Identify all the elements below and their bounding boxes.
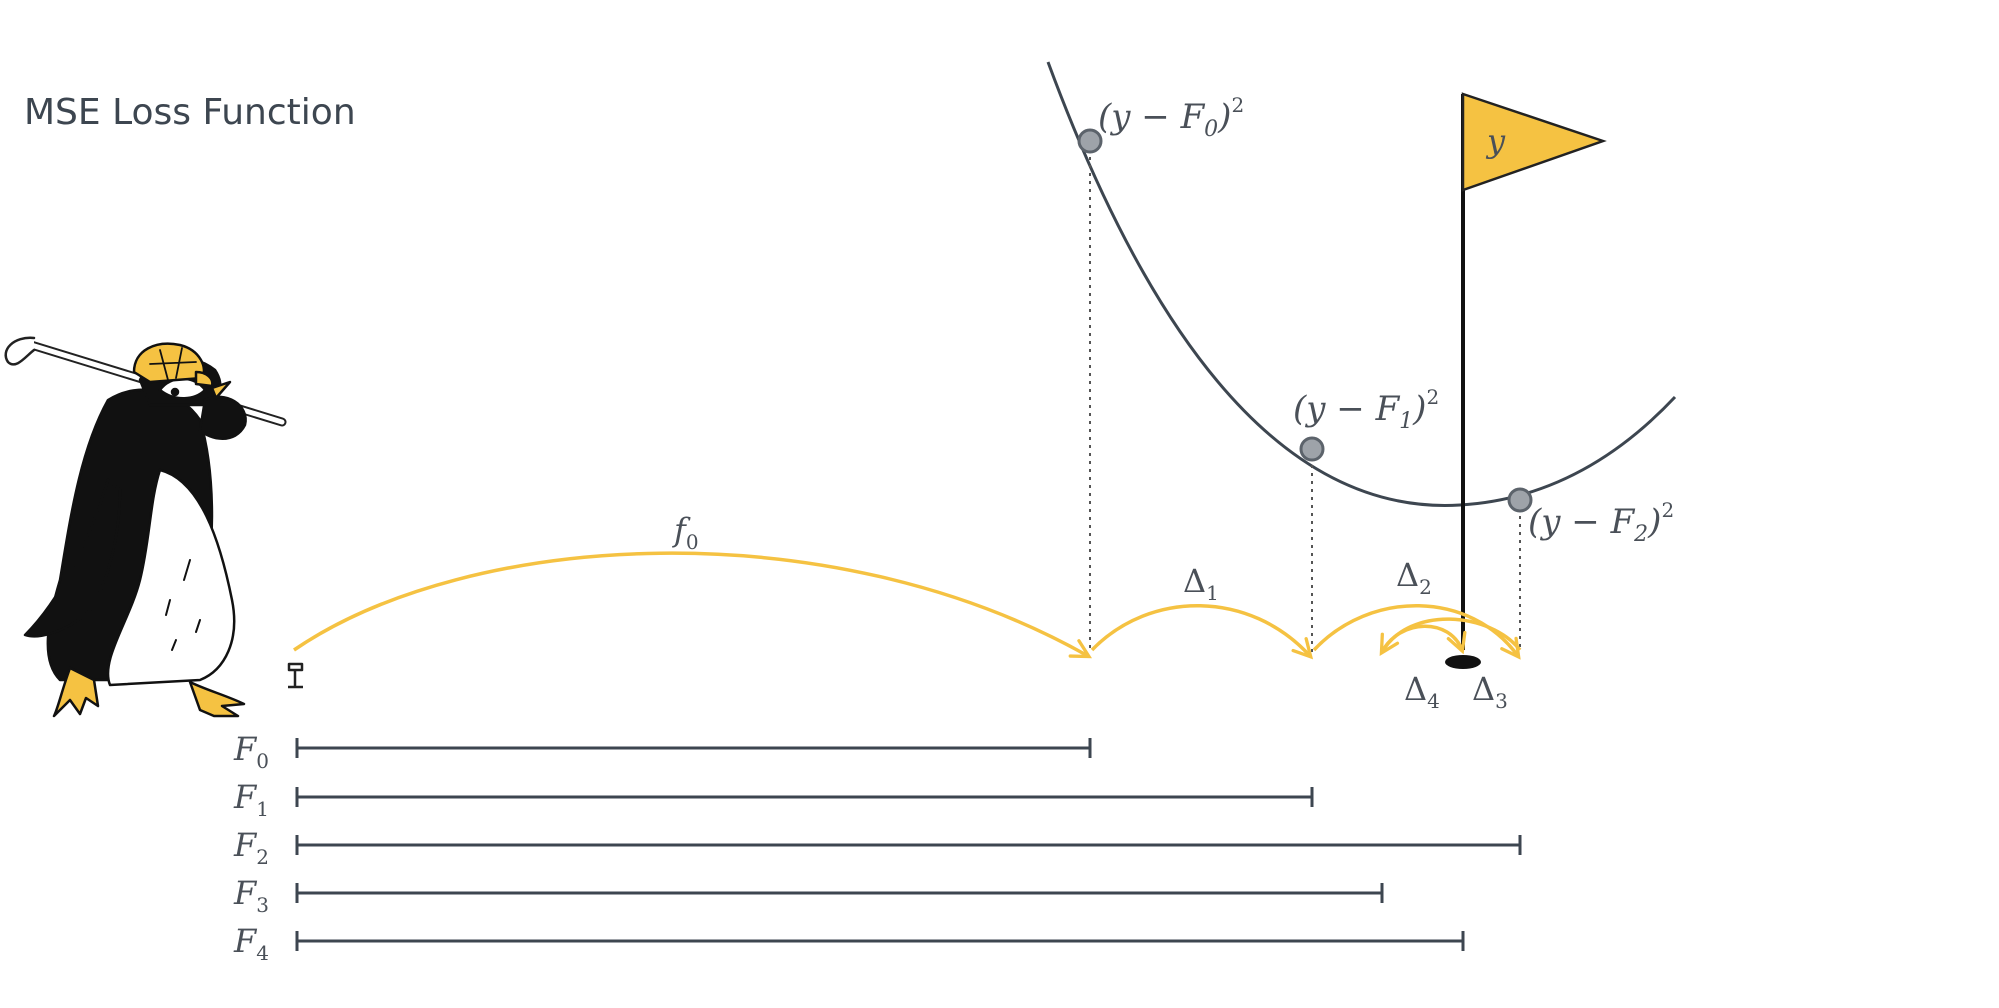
loss-point-1 [1299,436,1325,462]
arc-delta-1 [1090,604,1310,656]
arc-label-delta-2: Δ2 [1396,556,1432,599]
bar-label-F2: F2 [233,826,269,869]
loss-point-2 [1507,487,1533,513]
golf-tee-icon [287,662,304,689]
arc-label-f0: f0 [672,511,699,554]
penguin-golfer-icon [4,336,287,718]
loss-curve [1046,61,1677,507]
loss-label-1: (y − F1)2 [1293,385,1439,434]
prediction-bars [295,738,1522,951]
page-title: MSE Loss Function [24,92,356,133]
loss-point-0 [1077,128,1103,154]
flag-icon: y [1461,92,1607,192]
golf-hole-icon [1445,655,1481,669]
arc-label-delta-4: Δ4 [1404,670,1440,713]
arc-delta-4 [1380,624,1462,652]
arc-label-delta-3: Δ3 [1472,670,1508,713]
bar-label-F4: F4 [233,922,269,965]
arc-delta-2 [1312,604,1518,656]
loss-label-2: (y − F2)2 [1528,498,1674,547]
bar-label-F0: F0 [233,730,269,773]
arc-label-delta-1: Δ1 [1183,562,1219,605]
flag-label: y [1485,122,1506,160]
arc-f0 [293,551,1088,656]
bar-label-F1: F1 [233,778,269,821]
loss-label-0: (y − F0)2 [1098,93,1244,142]
bar-label-F3: F3 [233,874,269,917]
